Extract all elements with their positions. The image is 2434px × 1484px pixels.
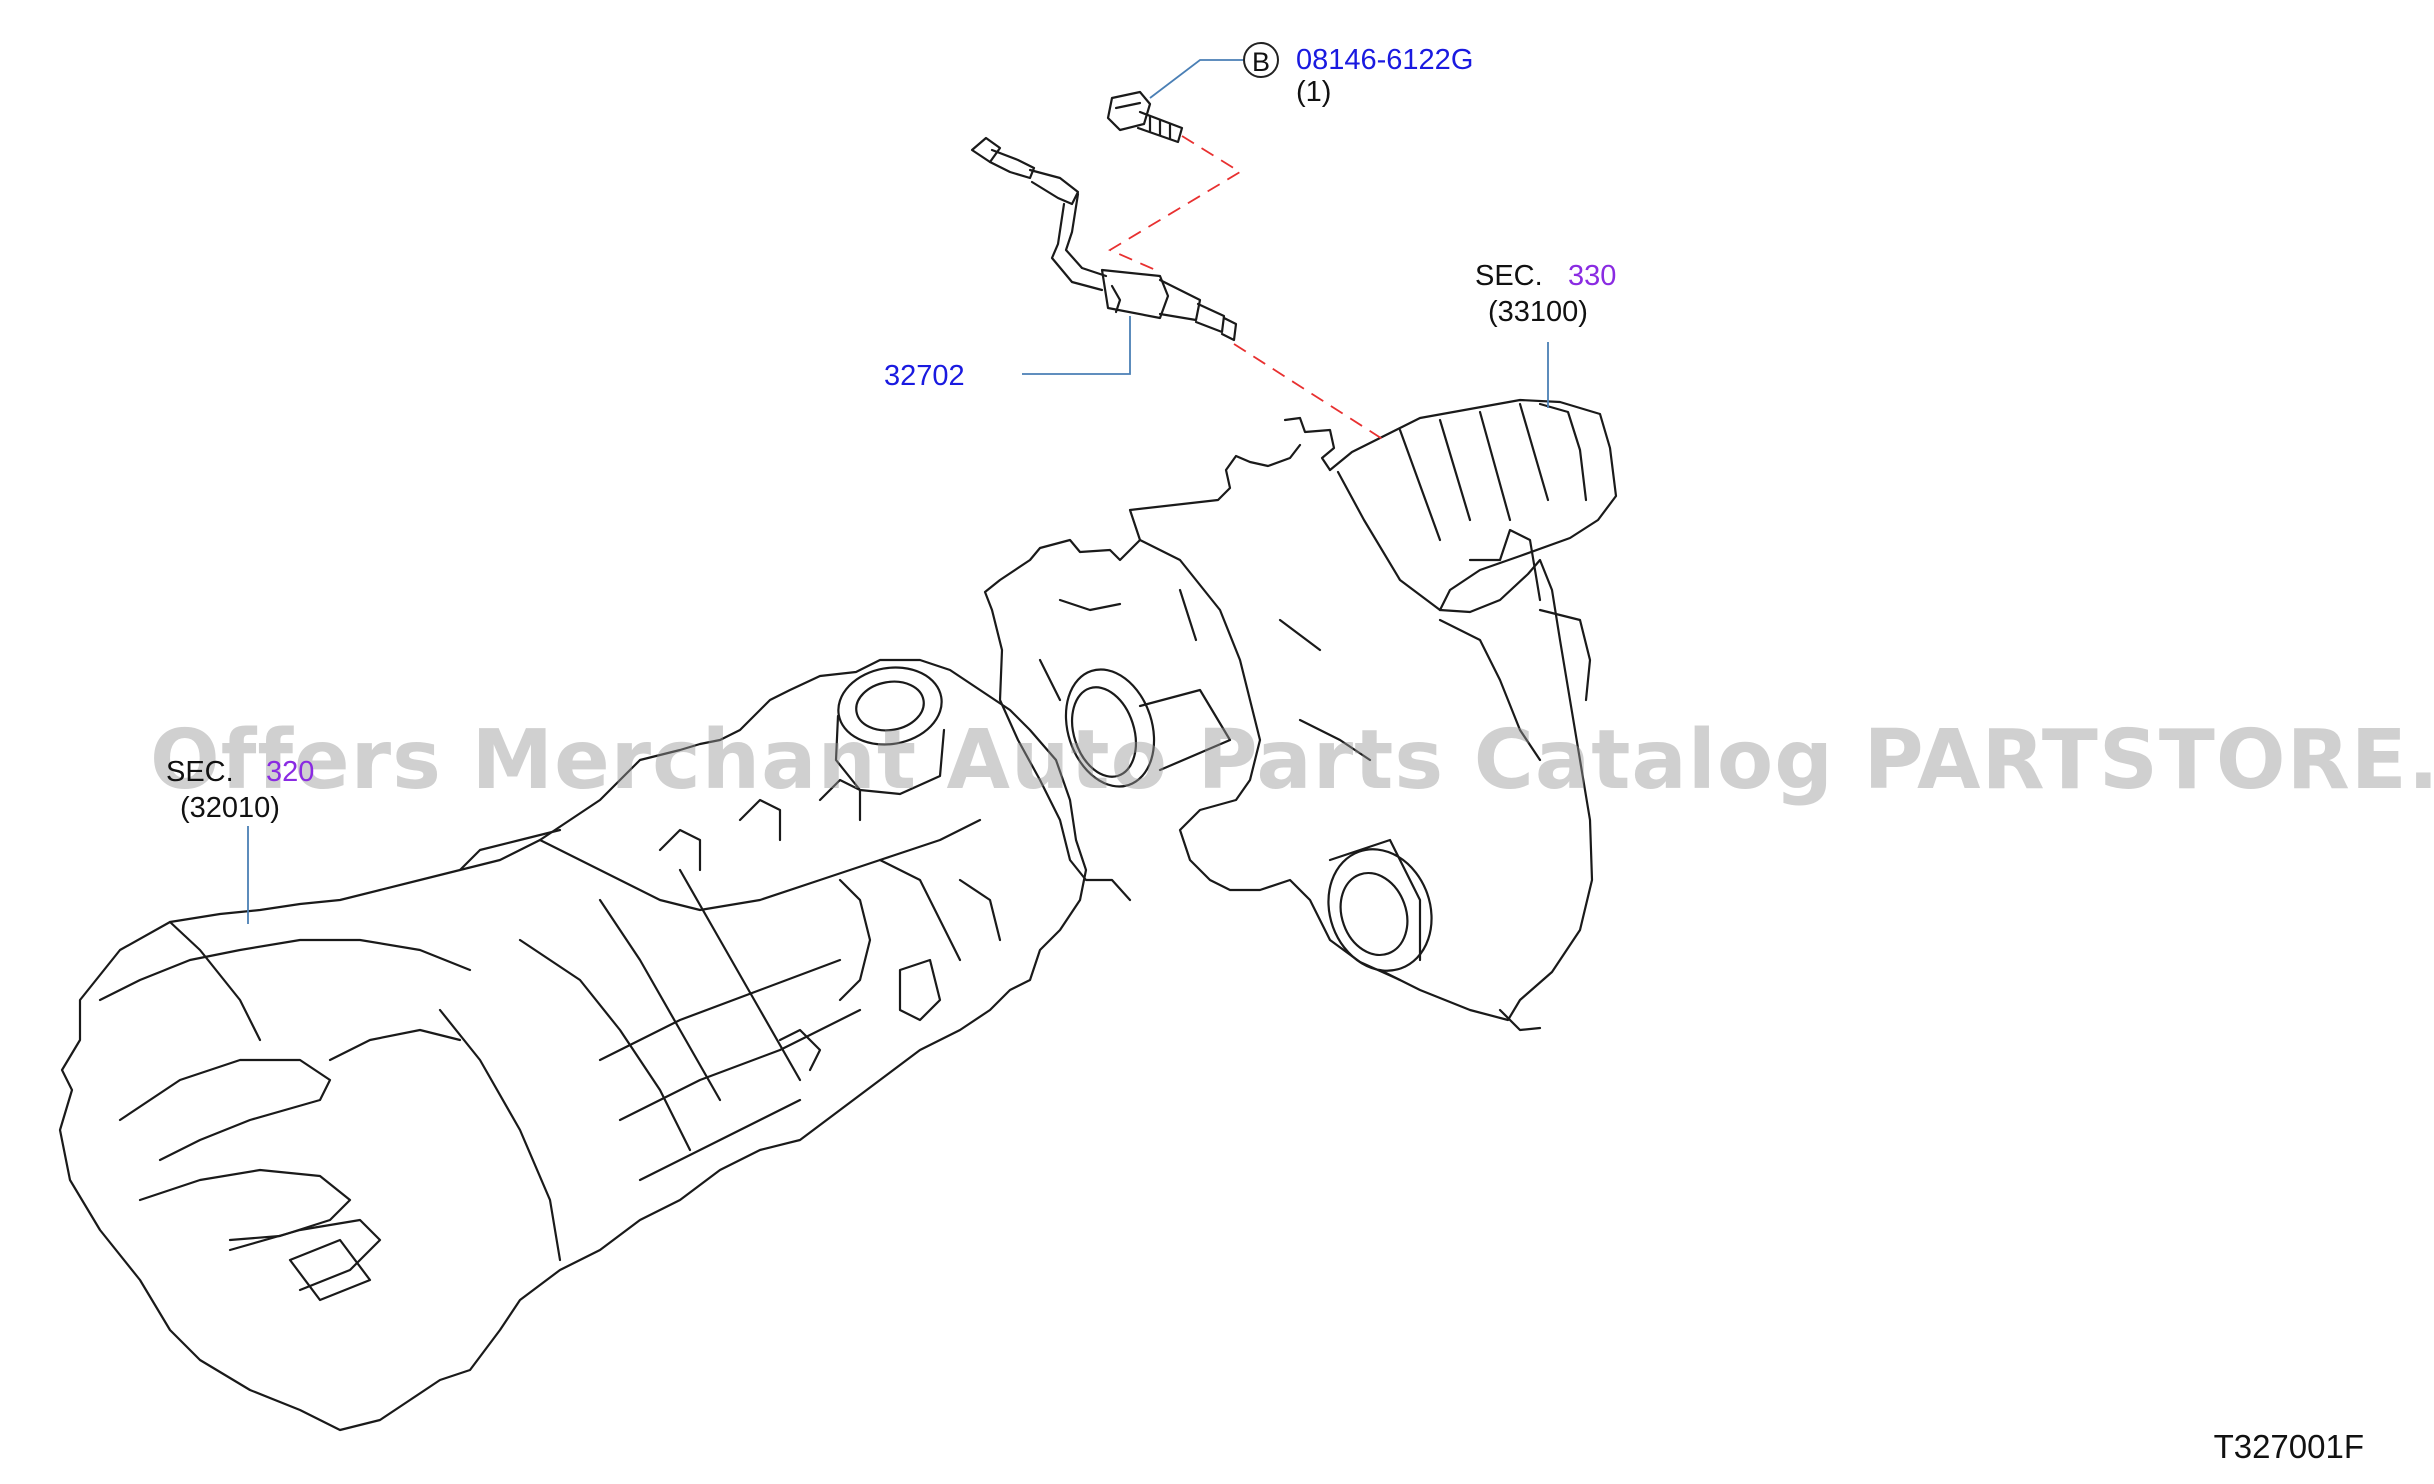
transmission-section-prefix: SEC. [166,756,234,788]
transfer-section-link[interactable]: 330 [1568,260,1617,292]
speed-sensor-drawing [970,136,1238,342]
installation-dash-lines [1108,135,1385,441]
bolt-quantity: (1) [1296,76,1332,108]
watermark-text: Offers Merchant Auto Parts Catalog PARTS… [150,713,2434,808]
diagram-reference-code: T327001F [2213,1428,2364,1465]
sensor-part-number-link[interactable]: 32702 [884,360,965,392]
transmission-section-link[interactable]: 320 [266,756,315,788]
transfer-section-prefix: SEC. [1475,260,1543,292]
bolt-part-number-link[interactable]: 08146-6122G [1296,44,1474,76]
transfer-case-drawing [983,398,1618,1032]
transfer-section-part: (33100) [1488,296,1588,328]
bolt-drawing [1106,90,1184,144]
leader-lines [247,59,1549,924]
transmission-drawing [58,658,1088,1432]
callout-b-circle: B [1243,42,1279,78]
transmission-section-part: (32010) [180,792,280,824]
